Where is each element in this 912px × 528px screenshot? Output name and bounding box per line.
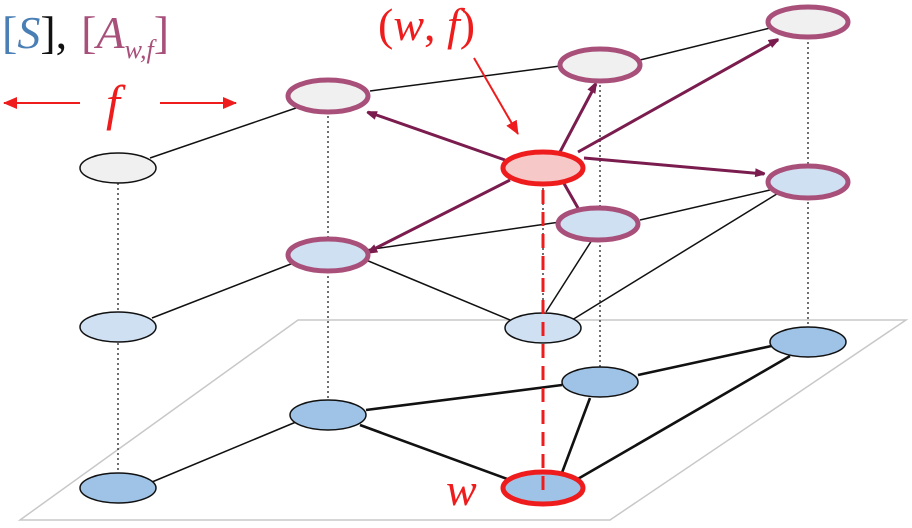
mid-node-3: [555, 205, 641, 243]
legend-label: [S],[Aw,f]: [2, 7, 169, 64]
bottom-node-1: [79, 472, 157, 504]
bottom-node-3: [561, 366, 639, 398]
top-layer-edges: [149, 27, 771, 159]
top-node-1: [79, 152, 157, 184]
mid-node-2: [285, 236, 371, 274]
top-node-4: [765, 4, 851, 40]
vertical-connectors: [117, 22, 809, 488]
middle-layer-edges: [151, 189, 781, 321]
mid-node-1: [79, 311, 157, 343]
top-node-2: [285, 77, 371, 115]
bottom-node-2: [289, 399, 367, 431]
bottom-layer-edges: [151, 343, 791, 483]
f-label: f: [106, 75, 126, 131]
pointer-arrow: [473, 57, 519, 135]
base-plane: [17, 319, 909, 521]
focus-node-wf: [500, 149, 586, 187]
w-label: w: [446, 464, 477, 515]
top-node-3: [557, 46, 643, 84]
mid-node-4: [765, 163, 851, 201]
focus-label: (w, f): [378, 0, 475, 50]
bottom-node-4: [769, 326, 847, 358]
